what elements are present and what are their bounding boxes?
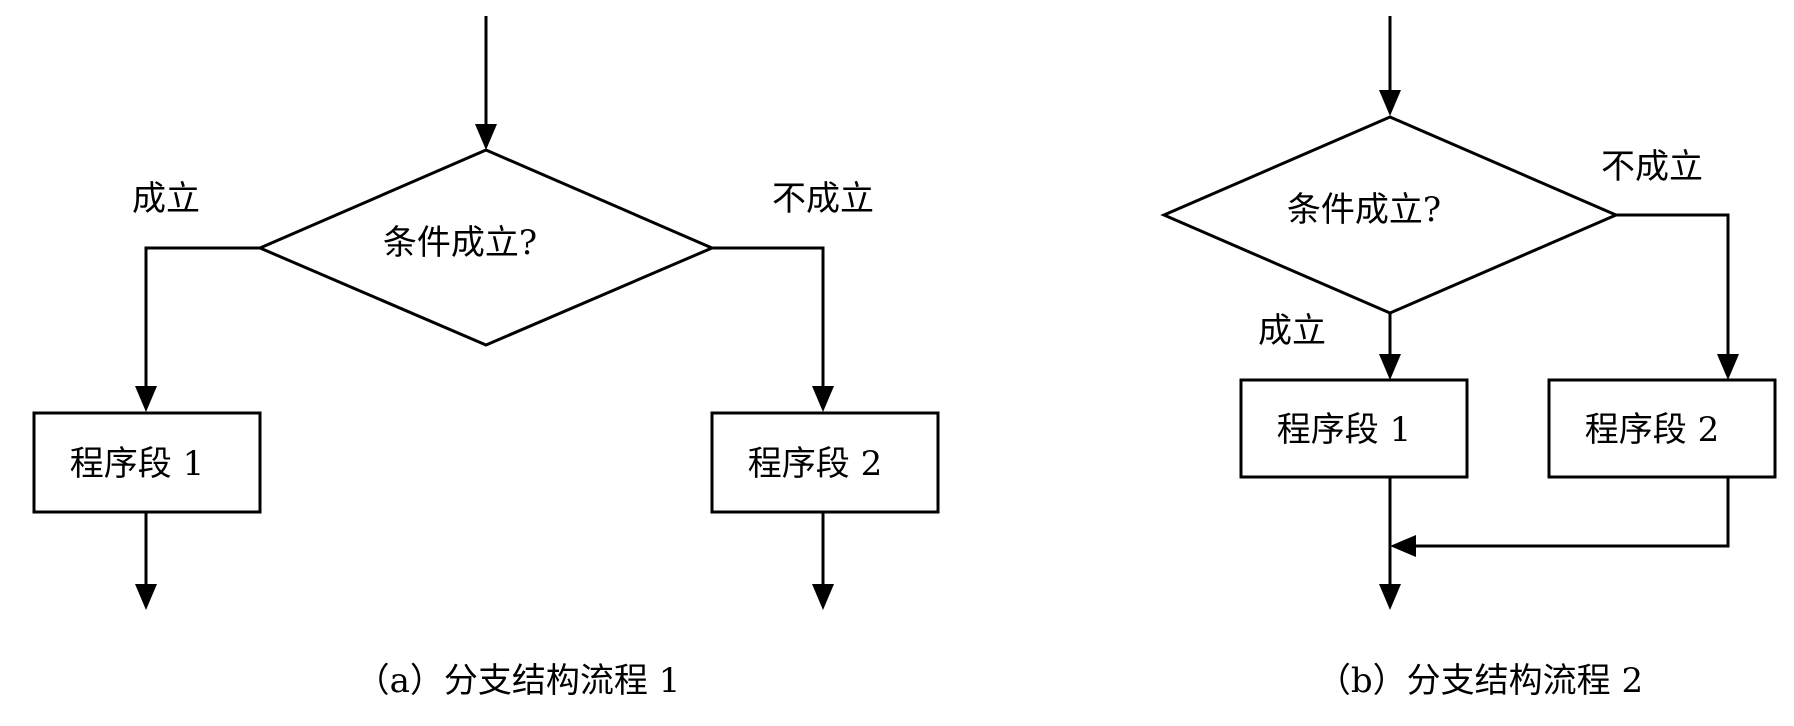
a-no-label: 不成立 bbox=[772, 179, 874, 219]
diagram-b: 条件成立? 不成立 成立 程序段 1 程序段 2 （b）分支结构流程 2 bbox=[1160, 16, 1777, 701]
a-yes-arrowhead bbox=[135, 386, 157, 412]
b-caption: （b）分支结构流程 2 bbox=[1317, 661, 1643, 701]
b-entry-arrowhead bbox=[1379, 90, 1401, 116]
a-condition-text: 条件成立? bbox=[383, 223, 537, 263]
a-yes-label: 成立 bbox=[132, 179, 200, 219]
a-caption: （a）分支结构流程 1 bbox=[356, 661, 681, 701]
a-yes-line bbox=[144, 246, 260, 388]
b-no-arrowhead bbox=[1717, 354, 1739, 380]
b-merge-arrowhead bbox=[1390, 535, 1416, 557]
a-process-block-2 bbox=[710, 411, 940, 514]
a-process-block-1 bbox=[32, 411, 262, 514]
a-no-arrowhead bbox=[812, 386, 834, 412]
b-merge-line bbox=[1414, 477, 1730, 548]
a-entry-arrowhead bbox=[475, 124, 497, 150]
a-decision-diamond bbox=[256, 148, 716, 347]
b-no-label: 不成立 bbox=[1601, 147, 1703, 187]
b-condition-text: 条件成立? bbox=[1287, 190, 1441, 230]
a-exit-arrowhead-2 bbox=[812, 584, 834, 610]
b-exit-arrowhead bbox=[1379, 584, 1401, 610]
a-process-block-2-text: 程序段 2 bbox=[748, 444, 882, 484]
b-process-block-1 bbox=[1239, 378, 1469, 479]
b-process-block-2-text: 程序段 2 bbox=[1585, 410, 1719, 450]
a-exit-arrowhead-1 bbox=[135, 584, 157, 610]
diagram-a: 条件成立? 成立 不成立 程序段 1 程序段 2 （a）分支结构流程 1 bbox=[32, 16, 940, 701]
b-yes-arrowhead bbox=[1379, 354, 1401, 380]
b-process-block-2 bbox=[1547, 378, 1777, 479]
a-process-block-1-text: 程序段 1 bbox=[70, 444, 204, 484]
a-no-line bbox=[712, 246, 825, 388]
b-yes-label: 成立 bbox=[1258, 311, 1326, 351]
b-no-line bbox=[1616, 213, 1730, 356]
b-process-block-1-text: 程序段 1 bbox=[1277, 410, 1411, 450]
